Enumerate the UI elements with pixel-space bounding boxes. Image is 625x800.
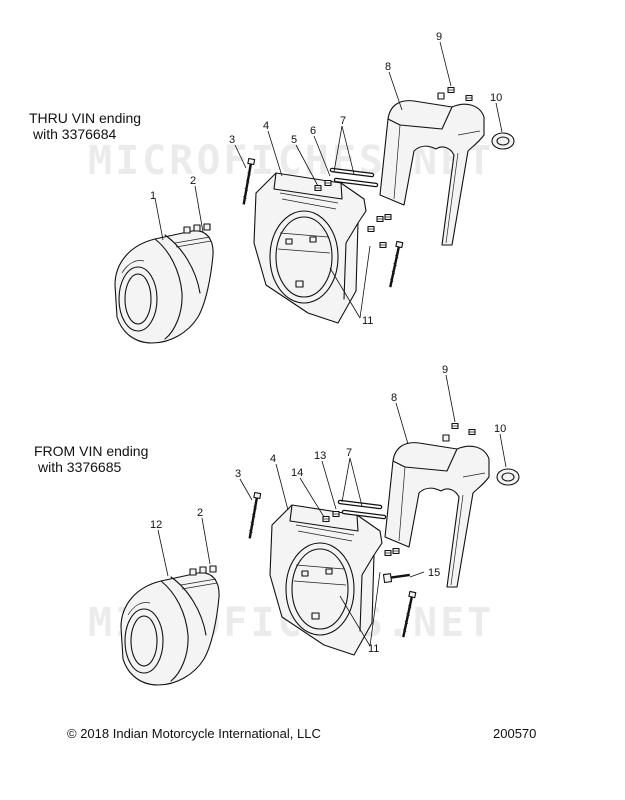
- bottom-caption-line1: FROM VIN ending: [34, 443, 149, 459]
- top-callout-1: 1: [150, 190, 156, 202]
- top-assembly: 1 2 3 4 5 6 7 8 9 10 11: [114, 31, 515, 344]
- top-callout-6: 6: [310, 125, 316, 137]
- bottom-callout-4: 4: [270, 453, 276, 465]
- bottom-callout-15: 15: [428, 567, 440, 579]
- bottom-callout-3: 3: [235, 468, 241, 480]
- top-callout-11: 11: [362, 315, 373, 327]
- bottom-callout-9: 9: [442, 364, 448, 376]
- top-caption-line1: THRU VIN ending: [29, 110, 142, 126]
- bottom-callout-7: 7: [346, 447, 352, 459]
- top-callout-10: 10: [490, 92, 502, 104]
- bottom-callout-12: 12: [150, 519, 162, 531]
- top-caption-line2: with 3376684: [33, 126, 117, 142]
- bottom-callout-14: 14: [291, 467, 303, 479]
- bottom-callout-8: 8: [391, 392, 397, 404]
- figure-number: 200570: [493, 726, 537, 741]
- top-callout-7: 7: [340, 115, 346, 127]
- bottom-caption-line2: with 3376685: [38, 459, 122, 475]
- bottom-callout-13: 13: [314, 450, 326, 462]
- top-callout-2: 2: [190, 175, 196, 187]
- top-callout-5: 5: [291, 134, 297, 146]
- top-callout-9: 9: [436, 31, 442, 43]
- bottom-assembly: 12 2 3 4 14 13 7 8 9 10 15 11: [120, 364, 520, 686]
- top-callout-4: 4: [263, 120, 269, 132]
- bottom-callout-2: 2: [197, 507, 203, 519]
- bottom-callout-11: 11: [368, 643, 379, 655]
- top-callout-3: 3: [229, 134, 235, 146]
- bottom-callout-10: 10: [494, 423, 506, 435]
- top-callout-8: 8: [385, 61, 391, 73]
- copyright-notice: © 2018 Indian Motorcycle International, …: [67, 726, 321, 741]
